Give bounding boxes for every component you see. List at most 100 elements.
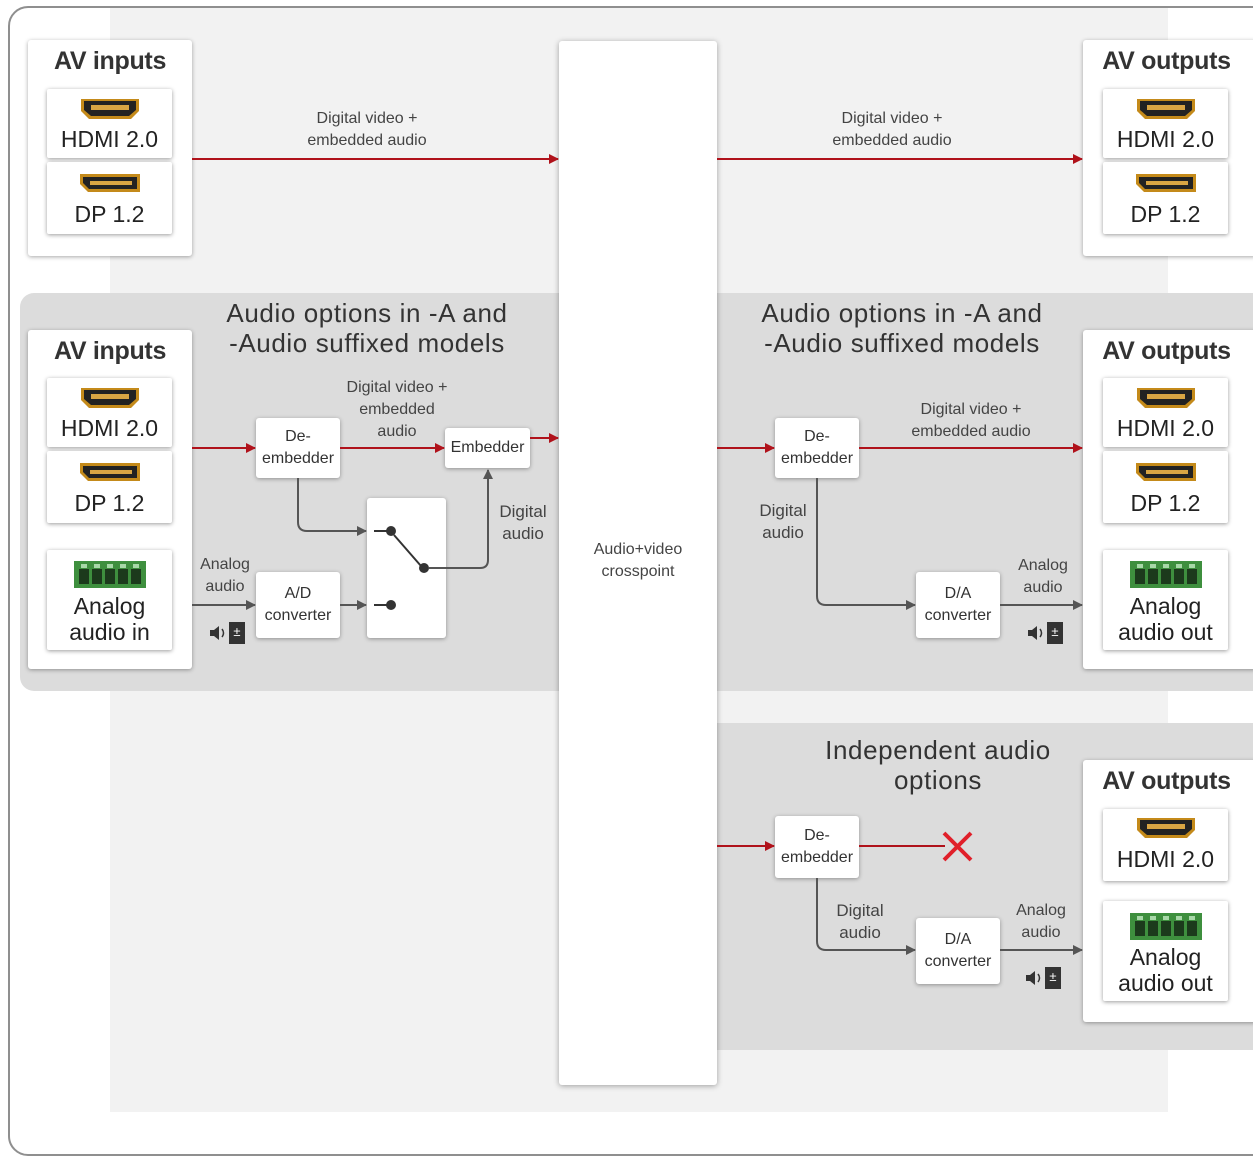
displayport-connector-icon — [1136, 174, 1196, 192]
mid-left-analog-line2: audio — [205, 578, 245, 595]
hdmi-connector-icon — [1137, 818, 1195, 838]
top-in-dp-label: DP 1.2 — [74, 201, 145, 227]
switch-to-embedder-arrow — [429, 469, 493, 569]
mid-out-hdmi-label: HDMI 2.0 — [1116, 415, 1215, 441]
mid-right-dv-label: Digital video + embedded audio — [895, 399, 1047, 443]
top-inputs-title: AV inputs — [53, 47, 167, 75]
mid-right-da-line2: converter — [924, 607, 992, 624]
mid-left-heading: Audio options in -A and -Audio suffixed … — [190, 298, 544, 358]
bottom-outputs-title: AV outputs — [1102, 767, 1231, 795]
mid-in-hdmi-label: HDMI 2.0 — [60, 415, 159, 441]
bottom-right-heading: Independent audio options — [790, 735, 1086, 795]
mid-left-deembedder-line1: De- — [285, 428, 311, 445]
mid-right-deembedder: De-embedder — [775, 418, 859, 478]
top-signal-in-line1: Digital video + — [316, 110, 418, 127]
crosspoint-label-line1: Audio+video — [593, 541, 683, 558]
mid-right-da-converter: D/A converter — [916, 572, 1000, 638]
volume-adjust-icon — [1025, 966, 1062, 990]
diagram-overlay: ± — [74, 99, 1202, 990]
bottom-digital-line2: audio — [839, 923, 881, 942]
blocked-cross-icon — [942, 831, 973, 862]
top-out-dp-label: DP 1.2 — [1130, 201, 1201, 227]
mid-right-dv-line1: Digital video + — [920, 401, 1022, 418]
mid-left-analog-label: Analog audio — [190, 554, 260, 598]
bottom-right-heading-line2: options — [893, 765, 983, 795]
bottom-digital-label: Digital audio — [825, 900, 895, 944]
mid-in-analog-line2: audio in — [69, 618, 150, 645]
volume-adjust-icon — [1027, 621, 1064, 645]
bottom-da-line2: converter — [924, 953, 992, 970]
bottom-out-analog-label: Analog audio out — [1103, 944, 1228, 997]
mid-right-heading-line1: Audio options in -A and — [761, 298, 1043, 328]
hdmi-connector-icon — [81, 99, 139, 119]
mid-left-heading-line1: Audio options in -A and — [226, 298, 508, 328]
ad-converter-line1: A/D — [284, 585, 312, 602]
bottom-da-line1: D/A — [944, 931, 972, 948]
mid-inputs-title: AV inputs — [53, 337, 167, 365]
top-signal-out-line2: embedded audio — [832, 132, 952, 149]
mid-outputs-title: AV outputs — [1102, 337, 1231, 365]
crosspoint-box: Audio+video crosspoint — [559, 41, 717, 1085]
bottom-analog-line1: Analog — [1016, 902, 1066, 919]
mid-out-analog-line1: Analog — [1129, 593, 1202, 619]
deembedded-audio-to-switch-arrow — [297, 478, 367, 536]
bottom-digital-line1: Digital — [836, 901, 884, 920]
top-out-hdmi-label: HDMI 2.0 — [1116, 126, 1215, 152]
mid-right-analog-line2: audio — [1023, 579, 1063, 596]
hdmi-connector-icon — [1137, 388, 1195, 408]
mid-left-dv-line1: Digital video + — [346, 379, 448, 396]
top-signal-in-label: Digital video + embedded audio — [290, 108, 444, 152]
bottom-deembedder: De-embedder — [775, 816, 859, 878]
mid-left-digital-line1: Digital — [499, 502, 547, 521]
top-signal-in-line2: embedded audio — [307, 132, 427, 149]
mid-right-dv-line2: embedded audio — [911, 423, 1031, 440]
mid-out-analog-line2: audio out — [1118, 618, 1213, 645]
volume-adjust-icon — [209, 621, 246, 645]
mid-out-analog-label: Analog audio out — [1103, 593, 1228, 646]
bottom-digital-audio-arrow — [816, 878, 916, 955]
mid-left-digital-line2: audio — [502, 524, 544, 543]
crosspoint-label-line2: crosspoint — [601, 563, 675, 580]
mid-in-dp-label: DP 1.2 — [74, 490, 145, 516]
mid-in-analog-line1: Analog — [73, 593, 146, 619]
bottom-analog-line2: audio — [1021, 924, 1061, 941]
bottom-right-heading-line1: Independent audio — [825, 735, 1051, 765]
bottom-analog-label: Analog audio — [1006, 900, 1076, 944]
mid-right-heading-line2: -Audio suffixed models — [764, 328, 1040, 358]
mid-left-deembedder-line2: embedder — [261, 450, 335, 467]
mid-right-digital-line1: Digital — [759, 501, 807, 520]
bottom-da-converter: D/A converter — [916, 918, 1000, 984]
mid-in-analog-port: Analog audio in — [47, 550, 172, 650]
mid-right-analog-label: Analog audio — [1008, 555, 1078, 599]
mid-left-dv-line2: embedded — [359, 401, 435, 418]
mid-left-analog-line1: Analog — [200, 556, 250, 573]
switch-icon — [374, 526, 429, 610]
mid-out-dp-label: DP 1.2 — [1130, 490, 1201, 516]
top-signal-out-line1: Digital video + — [841, 110, 943, 127]
displayport-connector-icon — [1136, 463, 1196, 481]
mid-right-deembedder-line1: De- — [804, 428, 830, 445]
mid-left-heading-line2: -Audio suffixed models — [229, 328, 505, 358]
bottom-deembedder-line1: De- — [804, 827, 830, 844]
mid-right-digital-line2: audio — [762, 523, 804, 542]
ad-converter-line2: converter — [264, 607, 332, 624]
ad-converter-box: A/D converter — [256, 572, 340, 638]
displayport-connector-icon — [80, 174, 140, 192]
mid-right-deembedder-line2: embedder — [780, 450, 854, 467]
crosspoint-label: Audio+video crosspoint — [559, 539, 717, 583]
mid-right-heading: Audio options in -A and -Audio suffixed … — [725, 298, 1079, 358]
mid-right-da-line1: D/A — [944, 585, 972, 602]
mid-right-digital-audio-arrow — [816, 478, 916, 610]
terminal-block-icon — [74, 561, 146, 588]
terminal-block-icon — [1130, 913, 1202, 940]
top-in-hdmi-label: HDMI 2.0 — [60, 126, 159, 152]
bottom-out-hdmi-label: HDMI 2.0 — [1116, 846, 1215, 872]
top-outputs-title: AV outputs — [1102, 47, 1231, 75]
mid-left-dv-line3: audio — [377, 423, 417, 440]
bottom-deembedder-line2: embedder — [780, 849, 854, 866]
mid-left-dv-label: Digital video + embedded audio — [322, 377, 472, 443]
hdmi-connector-icon — [81, 388, 139, 408]
embedder-box: Embedder — [445, 428, 530, 468]
hdmi-connector-icon — [1137, 99, 1195, 119]
mid-in-analog-label: Analog audio in — [47, 593, 172, 646]
